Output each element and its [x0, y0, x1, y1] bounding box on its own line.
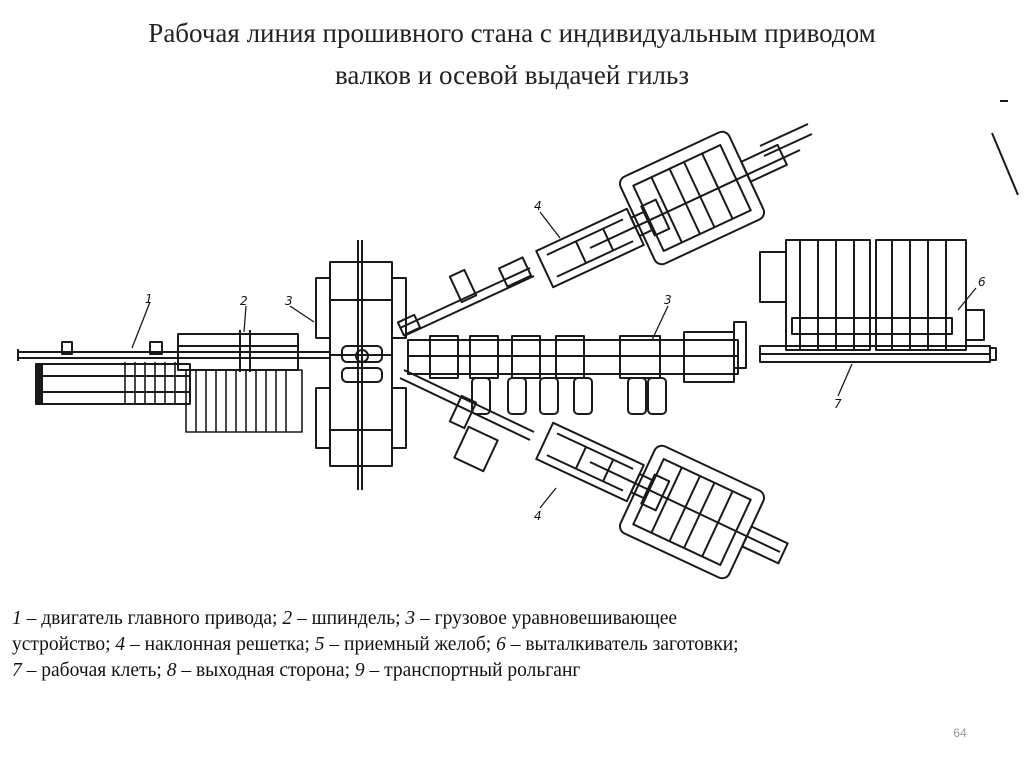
figure-caption: 1 – двигатель главного привода; 2 – шпин… — [12, 606, 1012, 684]
caption-text: – двигатель главного привода; — [21, 608, 283, 629]
pusher-assembly — [759, 239, 997, 363]
label-4-bottom: 4 — [534, 509, 542, 523]
exit-roller-table — [407, 321, 747, 415]
caption-num: 6 — [496, 634, 506, 655]
caption-num: 8 — [166, 660, 177, 681]
caption-text: – транспортный рольганг — [364, 660, 581, 681]
page-number: 64 — [953, 726, 967, 740]
caption-num: 4 — [115, 634, 126, 655]
caption-line-1: 1 – двигатель главного привода; 2 – шпин… — [12, 606, 1012, 632]
label-2: 2 — [240, 294, 248, 308]
slide-title: Рабочая линия прошивного стана с индивид… — [20, 12, 1004, 96]
entry-section — [17, 330, 330, 405]
caption-text: – рабочая клеть; — [21, 660, 167, 681]
caption-num: 5 — [314, 634, 325, 655]
caption-line-3: 7 – рабочая клеть; 8 – выходная сторона;… — [12, 658, 1012, 684]
label-3-left: 3 — [285, 294, 293, 308]
caption-text: – шпиндель; — [292, 608, 406, 629]
caption-text: – наклонная решетка; — [125, 634, 315, 655]
mill-line-diagram: 1 2 3 4 4 3 6 7 — [17, 100, 1019, 580]
caption-text: устройство; — [12, 634, 116, 655]
inclined-grate — [185, 369, 303, 433]
label-1: 1 — [145, 292, 153, 306]
working-stand — [315, 240, 407, 490]
caption-line-2: устройство; 4 – наклонная решетка; 5 – п… — [12, 632, 1012, 658]
label-7: 7 — [834, 397, 842, 411]
caption-num: 2 — [282, 608, 293, 629]
caption-text: – выходная сторона; — [176, 660, 355, 681]
leader-lines — [131, 211, 977, 509]
caption-text: – приемный желоб; — [324, 634, 497, 655]
label-6: 6 — [978, 275, 986, 289]
label-3-right: 3 — [664, 293, 672, 307]
title-line-2: валков и осевой выдачей гильз — [334, 60, 690, 90]
caption-text: – грузовое уравновешивающее — [415, 608, 678, 629]
caption-num: 9 — [354, 660, 365, 681]
caption-text: – выталкиватель заготовки; — [505, 634, 739, 655]
caption-num: 3 — [405, 608, 416, 629]
lower-drive — [399, 369, 789, 580]
upper-drive — [396, 123, 813, 337]
title-line-1: Рабочая линия прошивного стана с индивид… — [148, 18, 876, 48]
caption-num: 1 — [12, 608, 22, 629]
label-4-top: 4 — [534, 199, 542, 213]
corner-marks — [991, 100, 1019, 196]
caption-num: 7 — [12, 660, 22, 681]
